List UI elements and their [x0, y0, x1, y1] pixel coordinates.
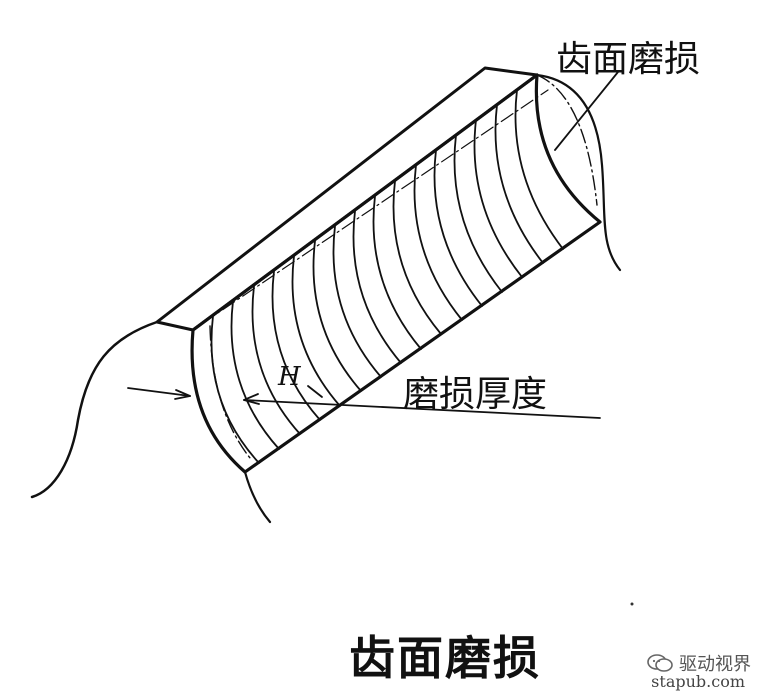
wear-thickness-dimension [127, 385, 601, 419]
wear-arc [413, 164, 463, 321]
wechat-icon [647, 654, 673, 672]
original-profile-near [209, 325, 251, 459]
wear-arc [514, 89, 564, 250]
watermark: 驱动视界 [647, 650, 751, 676]
wear-arc [352, 210, 402, 364]
dimension-line-right [243, 399, 601, 419]
tooth-surface-wear-label: 齿面磨损 [556, 39, 701, 80]
original-profile-ridge [202, 89, 549, 324]
worn-face-outline [190, 73, 602, 474]
site-url: stapub.com [651, 672, 745, 691]
wear-arc [453, 134, 503, 293]
wear-arc [312, 240, 362, 392]
wear-arc [251, 285, 301, 435]
left-flank-profile [30, 320, 159, 499]
wear-arc [433, 149, 483, 307]
scan-speck [630, 602, 634, 606]
wear-arc [473, 119, 523, 278]
dimension-line-left [127, 387, 191, 397]
wear-arc [494, 104, 544, 264]
wear-arc [210, 315, 260, 464]
arrowhead-right [243, 393, 260, 405]
wear-thickness-label: 磨损厚度 [403, 374, 548, 415]
wear-arc [332, 225, 382, 378]
wear-arc [230, 300, 280, 450]
wear-arc [372, 195, 422, 350]
wear-arc [392, 180, 442, 335]
h-leader [307, 385, 323, 398]
tooth-top-land [155, 66, 539, 332]
wear-leader-line [554, 71, 619, 151]
wear-arc [271, 270, 321, 421]
watermark-text: 驱动视界 [679, 654, 751, 675]
original-profile-far [536, 74, 598, 206]
h-symbol-label: H [278, 362, 301, 392]
wear-arcs [210, 89, 564, 464]
wear-arc [291, 255, 341, 407]
figure-caption: 齿面磨损 [349, 631, 541, 685]
arrowhead-left [174, 389, 191, 400]
right-flank-profile [535, 73, 622, 272]
lower-flank-profile [243, 470, 272, 524]
